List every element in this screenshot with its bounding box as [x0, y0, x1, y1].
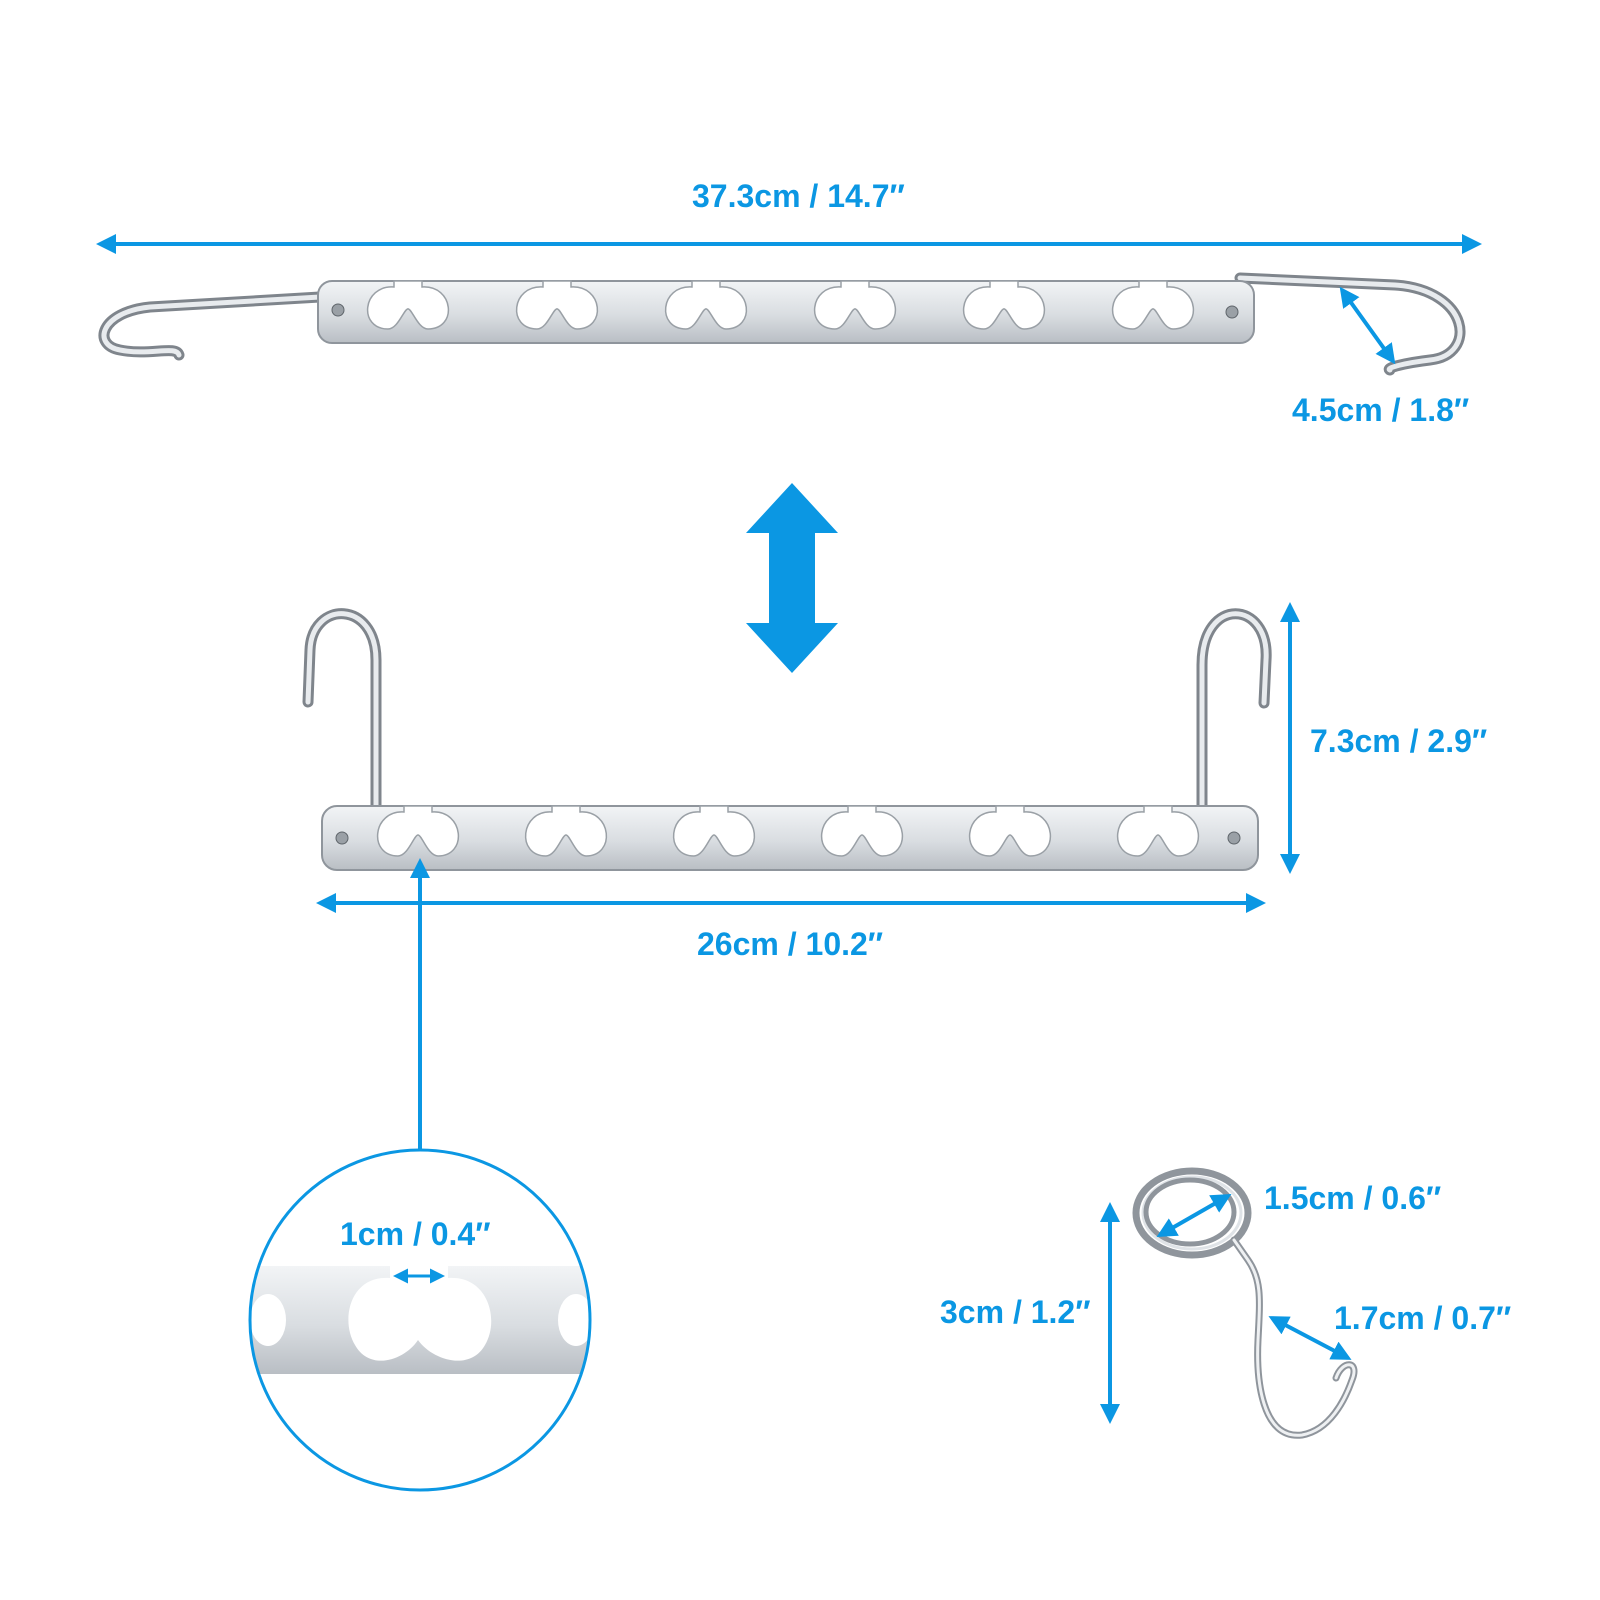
- top-bar-slot-1: [366, 280, 450, 330]
- slot-gap-label: 1cm / 0.4″: [340, 1216, 491, 1252]
- zoom-circle-outline: [248, 1148, 592, 1492]
- folded-rivet-right: [1227, 831, 1241, 845]
- clip-ring-inner: [1143, 1177, 1237, 1247]
- top-bar-slot-4: [813, 280, 897, 330]
- top-bar-slot-2: [515, 280, 599, 330]
- folded-bar-slot-1: [376, 805, 460, 857]
- folded-bar-slots: [376, 805, 1200, 857]
- bar-length-label: 26cm / 10.2″: [697, 926, 884, 962]
- folded-rivet-left: [335, 831, 349, 845]
- top-bar-slot-3: [664, 280, 748, 330]
- zoom-keyhole-slot: [348, 1266, 492, 1361]
- clip-hook-label: 1.7cm / 0.7″: [1334, 1300, 1512, 1336]
- folded-bar-slot-4: [820, 805, 904, 857]
- clip-height-label: 3cm / 1.2″: [940, 1294, 1091, 1330]
- ring-diameter-label: 1.5cm / 0.6″: [1264, 1180, 1442, 1216]
- folded-bar-slot-6: [1116, 805, 1200, 857]
- top-rivet-left: [331, 303, 345, 317]
- top-bar-slot-6: [1111, 280, 1195, 330]
- folded-hanger: [302, 608, 1272, 871]
- top-bar-slots: [366, 280, 1195, 330]
- slot-zoom-detail: [248, 1148, 592, 1492]
- fold-double-arrow-icon: [746, 483, 838, 673]
- hook-opening-arrow: [1339, 286, 1396, 365]
- top-rivet-right: [1225, 305, 1239, 319]
- hook-opening-label: 4.5cm / 1.8″: [1292, 392, 1470, 428]
- extended-hanger: [98, 272, 1466, 376]
- clip-hook-arrow: [1268, 1316, 1352, 1360]
- folded-bar-slot-3: [672, 805, 756, 857]
- top-bar-slot-5: [962, 280, 1046, 330]
- clip-ring-outer: [1132, 1167, 1252, 1259]
- folded-left-hook: [302, 608, 382, 816]
- ring-diameter-arrow: [1156, 1194, 1232, 1237]
- folded-right-hook: [1196, 608, 1272, 816]
- folded-bar-slot-5: [968, 805, 1052, 857]
- folded-height-label: 7.3cm / 2.9″: [1310, 723, 1488, 759]
- spiral-clip: [1132, 1167, 1358, 1439]
- folded-bar-slot-2: [524, 805, 608, 857]
- total-length-label: 37.3cm / 14.7″: [692, 178, 905, 214]
